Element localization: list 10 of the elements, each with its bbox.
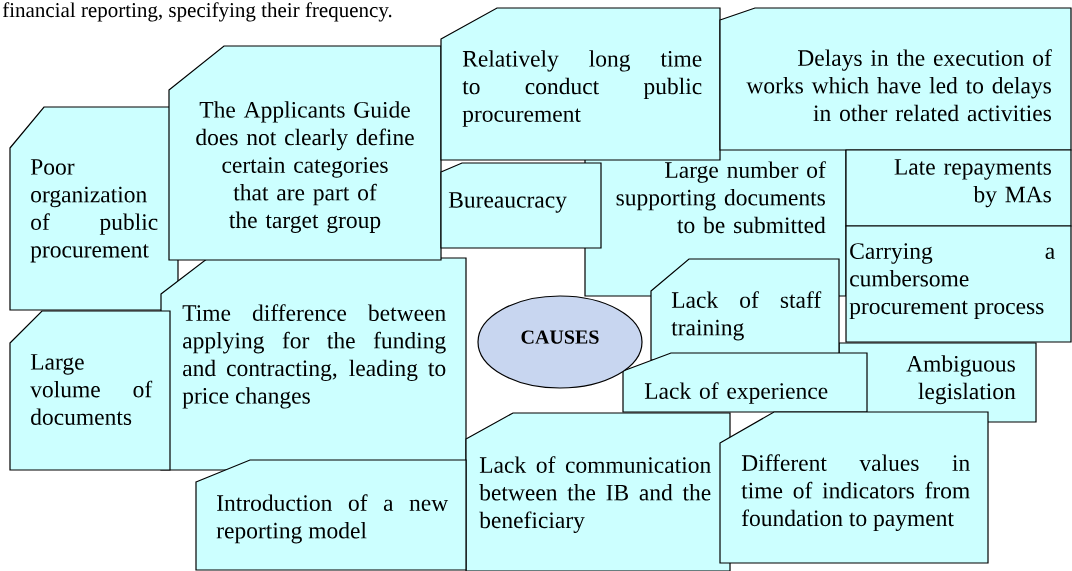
cause-box: Bureaucracy (440, 162, 602, 249)
cause-box: Large volume of documents (9, 310, 171, 471)
node-label: Lack of communication between the IB and the beneficiary (479, 456, 711, 534)
cause-box: Lack of experience (622, 352, 868, 413)
cause-box: Introduction of a new reporting model (195, 459, 467, 571)
cause-box: Carrying a cumbersome procurement process (845, 225, 1072, 343)
cause-box: Late repayments by MAs (845, 149, 1072, 227)
header-text: financial reporting, specifying their frequency. (2, 2, 392, 22)
cause-box: The Applicants Guide does not clearly define certain categories that are part of the target group (168, 45, 442, 261)
cause-box: Poor organization of public procurement (9, 106, 179, 311)
